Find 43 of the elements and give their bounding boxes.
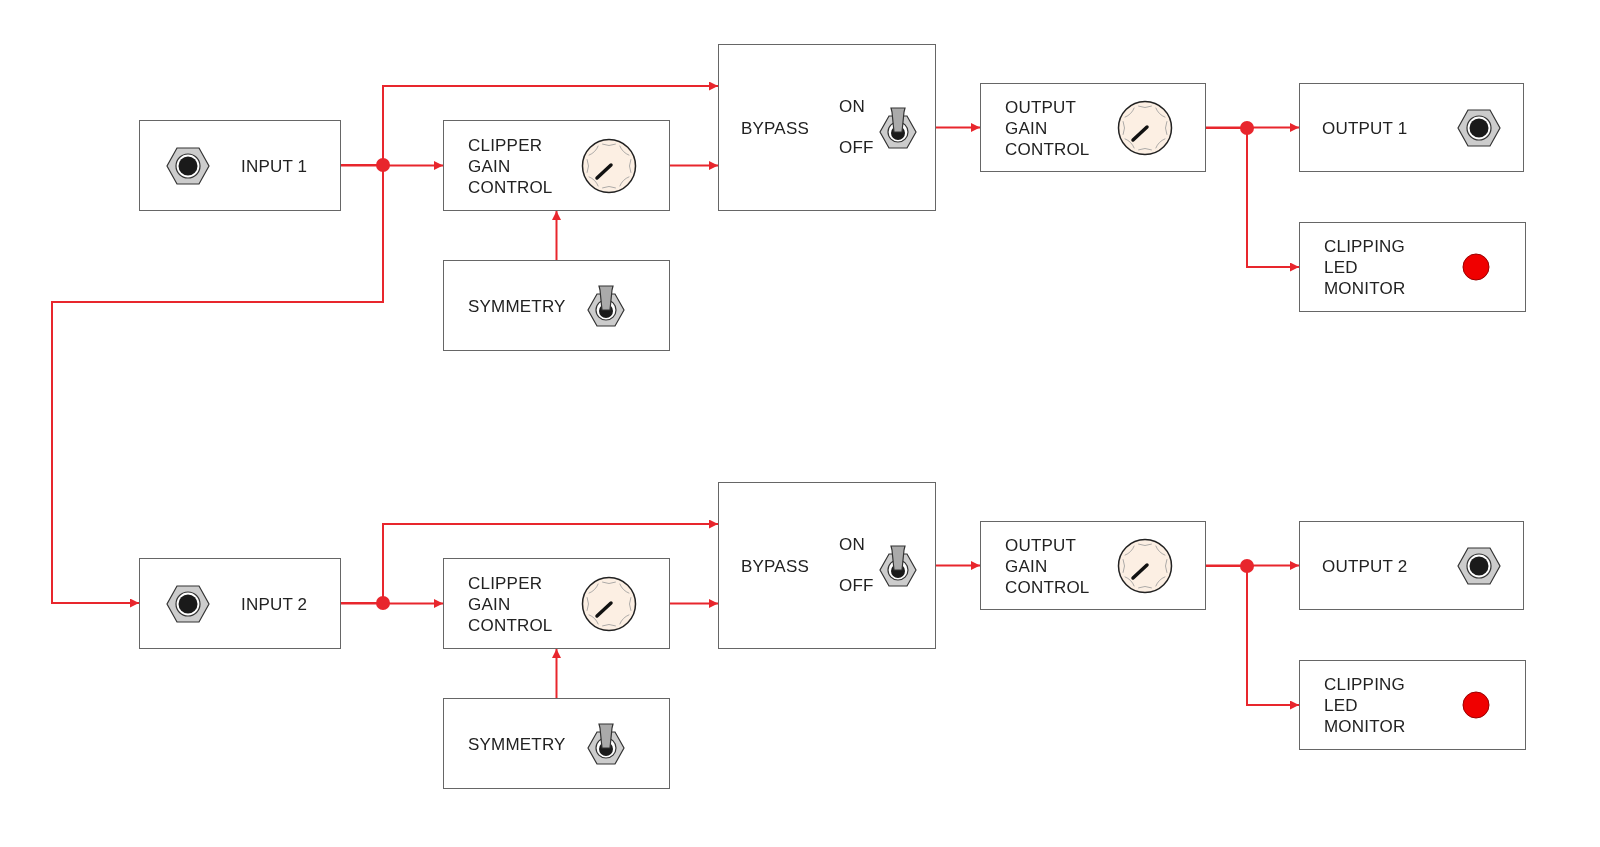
led-monitor-box xyxy=(1299,660,1526,750)
box-label: SYMMETRY xyxy=(468,295,567,316)
box-label: INPUT 1 xyxy=(241,155,309,176)
output-box xyxy=(1299,83,1524,172)
switch-position-label: ON xyxy=(839,534,866,555)
box-label: CLIPPING LED MONITOR xyxy=(1324,673,1407,737)
box-label: OUTPUT GAIN CONTROL xyxy=(1005,534,1091,597)
signal-arrow xyxy=(340,599,444,608)
control-box xyxy=(443,120,670,211)
input-box xyxy=(139,120,341,211)
signal-arrow xyxy=(669,161,719,170)
led-monitor-box xyxy=(1299,222,1526,312)
signal-arrow xyxy=(935,561,981,570)
signal-arrow xyxy=(552,648,561,699)
signal-arrow xyxy=(935,123,981,132)
bypass-box xyxy=(718,482,936,649)
box-label: OUTPUT GAIN CONTROL xyxy=(1005,96,1091,159)
box-label: CLIPPING LED MONITOR xyxy=(1324,235,1407,299)
signal-arrow xyxy=(669,599,719,608)
box-label: SYMMETRY xyxy=(468,733,567,754)
signal-arrow xyxy=(1205,127,1300,272)
box-label: CLIPPER GAIN CONTROL xyxy=(468,572,554,635)
switch-box xyxy=(443,260,670,351)
box-label: OUTPUT 1 xyxy=(1322,117,1409,138)
switch-position-label: OFF xyxy=(839,575,875,596)
signal-arrow xyxy=(1205,565,1300,710)
input-box xyxy=(139,558,341,649)
box-label: OUTPUT 2 xyxy=(1322,555,1409,576)
switch-position-label: OFF xyxy=(839,137,875,158)
output-box xyxy=(1299,521,1524,610)
switch-box xyxy=(443,698,670,789)
box-label: INPUT 2 xyxy=(241,593,309,614)
box-label: BYPASS xyxy=(741,555,810,576)
control-box xyxy=(980,83,1206,172)
switch-position-label: ON xyxy=(839,96,866,117)
box-label: CLIPPER GAIN CONTROL xyxy=(468,134,554,197)
signal-arrow xyxy=(340,519,719,604)
control-box xyxy=(980,521,1206,610)
signal-arrow xyxy=(552,210,561,261)
box-label: BYPASS xyxy=(741,117,810,138)
bypass-box xyxy=(718,44,936,211)
signal-arrow xyxy=(340,161,444,170)
control-box xyxy=(443,558,670,649)
